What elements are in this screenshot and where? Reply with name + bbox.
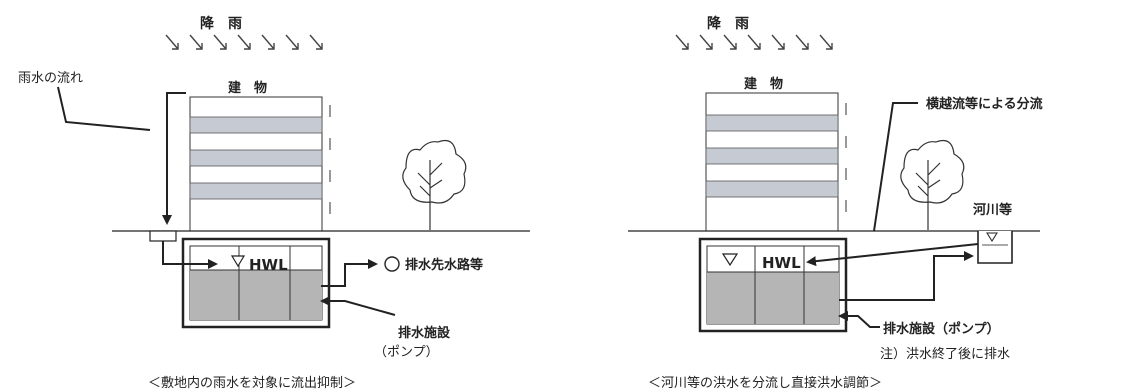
right-hwl-symbol <box>721 253 739 267</box>
left-tree <box>402 139 467 230</box>
right-facility-leader <box>838 311 880 328</box>
right-rain-label: 降 雨 <box>707 15 749 32</box>
left-water <box>190 270 322 320</box>
left-hwl-label: HWL <box>249 256 288 274</box>
left-facility-label-1: 排水施設 <box>398 325 451 341</box>
left-facility-leader <box>320 296 396 316</box>
left-hwl-symbol <box>230 255 246 268</box>
left-outlet-arrow <box>321 259 378 287</box>
right-rain-arrows <box>675 34 833 50</box>
right-tree <box>900 139 965 230</box>
left-inlet <box>149 230 177 242</box>
right-overflow-label: 横越流等による分流 <box>926 96 1043 112</box>
left-panel: 降 雨 雨水の流れ 建 物 <box>18 15 530 391</box>
left-building-label: 建 物 <box>228 80 267 96</box>
left-rain-arrows <box>165 34 323 50</box>
left-building <box>189 96 331 232</box>
right-note-label: 注）洪水終了後に排水 <box>880 346 1010 362</box>
left-tank <box>181 237 331 329</box>
right-tank <box>698 237 848 333</box>
right-return-arrow <box>839 251 974 301</box>
left-downspout <box>57 86 186 225</box>
right-river-label: 河川等 <box>973 202 1012 218</box>
left-flow-label: 雨水の流れ <box>18 71 83 86</box>
left-facility-label-2: （ポンプ） <box>374 345 439 360</box>
right-hwl-label: HWL <box>762 254 801 272</box>
right-caption: ＜河川等の洪水を分流し直接洪水調節＞ <box>648 375 882 391</box>
left-caption: ＜敷地内の雨水を対象に流出抑制＞ <box>148 375 356 391</box>
right-river-channel <box>977 231 1013 264</box>
left-inflow-arrow <box>162 241 218 269</box>
right-building-label: 建 物 <box>744 76 783 92</box>
left-outlet-label: 排水先水路等 <box>405 257 483 273</box>
right-diversion-arrow <box>806 243 979 267</box>
right-water <box>707 272 839 324</box>
right-facility-label: 排水施設（ポンプ） <box>883 321 1000 337</box>
right-building <box>705 92 847 232</box>
right-panel: 降 雨 建 物 横越流等による分流 <box>628 15 1043 391</box>
right-overflow-leader <box>873 102 918 232</box>
left-outlet-circle <box>384 256 400 272</box>
left-rain-label: 降 雨 <box>200 15 242 32</box>
